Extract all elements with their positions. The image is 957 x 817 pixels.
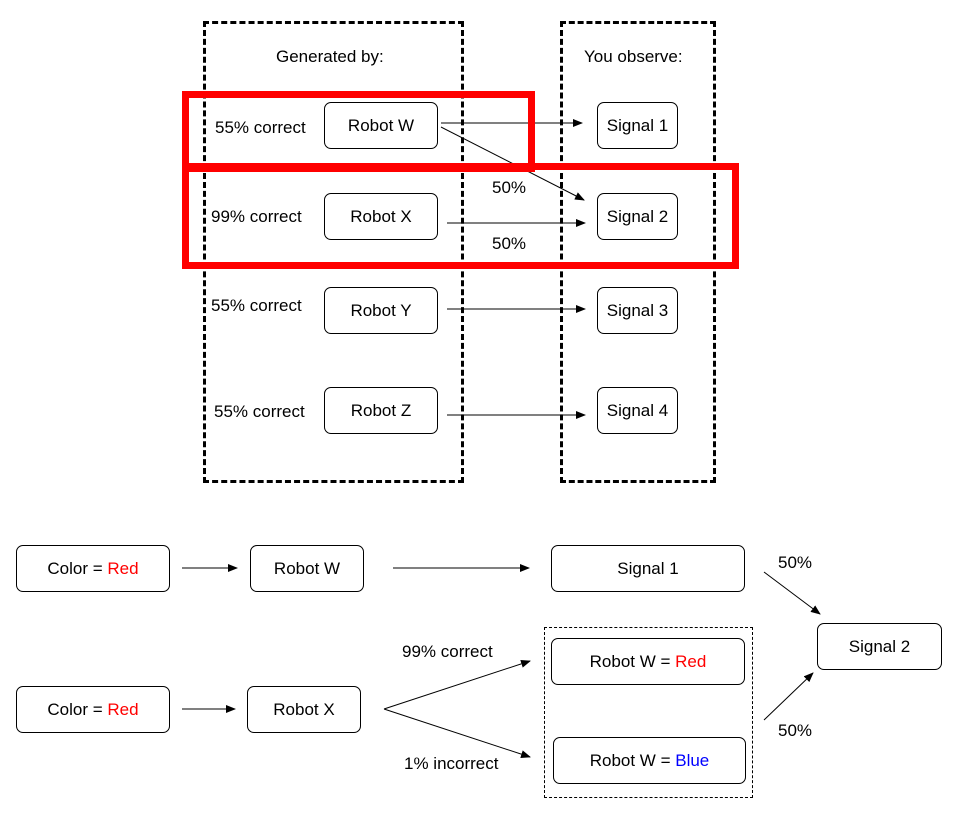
you-observe-header: You observe: (584, 47, 683, 66)
generated-by-column (203, 21, 464, 483)
correct-label: 99% correct (402, 642, 493, 661)
robot-w-prefix: Robot W = (589, 750, 676, 770)
robot-y-accuracy: 55% correct (211, 296, 302, 315)
robot-w-bottom-box: Robot W (250, 545, 364, 592)
signal1-to-signal2-percent: 50% (778, 553, 813, 572)
robot-x-box: Robot X (324, 193, 438, 240)
robot-x-accuracy: 99% correct (211, 207, 302, 226)
arrow-blue-to-signal-2 (763, 672, 814, 721)
signal-1-box: Signal 1 (597, 102, 678, 149)
arrow-robot-x-to-red (383, 660, 531, 710)
signal-2-box: Signal 2 (597, 193, 678, 240)
robot-z-box: Robot Z (324, 387, 438, 434)
signal-2-bottom-box: Signal 2 (817, 623, 942, 670)
robot-x-bottom-box: Robot X (247, 686, 361, 733)
color-prefix: Color = (47, 699, 108, 719)
signal-4-box: Signal 4 (597, 387, 678, 434)
incorrect-label: 1% incorrect (404, 754, 499, 773)
highlight-robot-w-row (182, 91, 535, 172)
robot-w-blue-value: Blue (675, 750, 710, 770)
blue-to-signal2-percent: 50% (778, 721, 813, 740)
color-prefix: Color = (47, 558, 108, 578)
arrow-robot-x-to-blue (383, 708, 531, 758)
signal-1-bottom-box: Signal 1 (551, 545, 745, 592)
robot-w-red-value: Red (675, 651, 707, 671)
color-red-box-1: Color = Red (16, 545, 170, 592)
robot-w-box: Robot W (324, 102, 438, 149)
generated-by-header: Generated by: (276, 47, 384, 66)
robot-w-blue-box: Robot W = Blue (553, 737, 746, 784)
robot-w-prefix: Robot W = (589, 651, 676, 671)
robot-w-red-box: Robot W = Red (551, 638, 745, 685)
arrow-signal-1-to-signal-2 (763, 571, 821, 615)
x-to-signal2-percent: 50% (492, 234, 527, 253)
you-observe-column (560, 21, 716, 483)
signal-3-box: Signal 3 (597, 287, 678, 334)
robot-y-box: Robot Y (324, 287, 438, 334)
color-value-red: Red (107, 558, 139, 578)
color-red-box-2: Color = Red (16, 686, 170, 733)
color-value-red: Red (107, 699, 139, 719)
highlight-robot-x-row (182, 163, 739, 269)
robot-z-accuracy: 55% correct (214, 402, 305, 421)
robot-w-accuracy: 55% correct (215, 118, 306, 137)
robot-w-outcomes-group (544, 627, 753, 798)
